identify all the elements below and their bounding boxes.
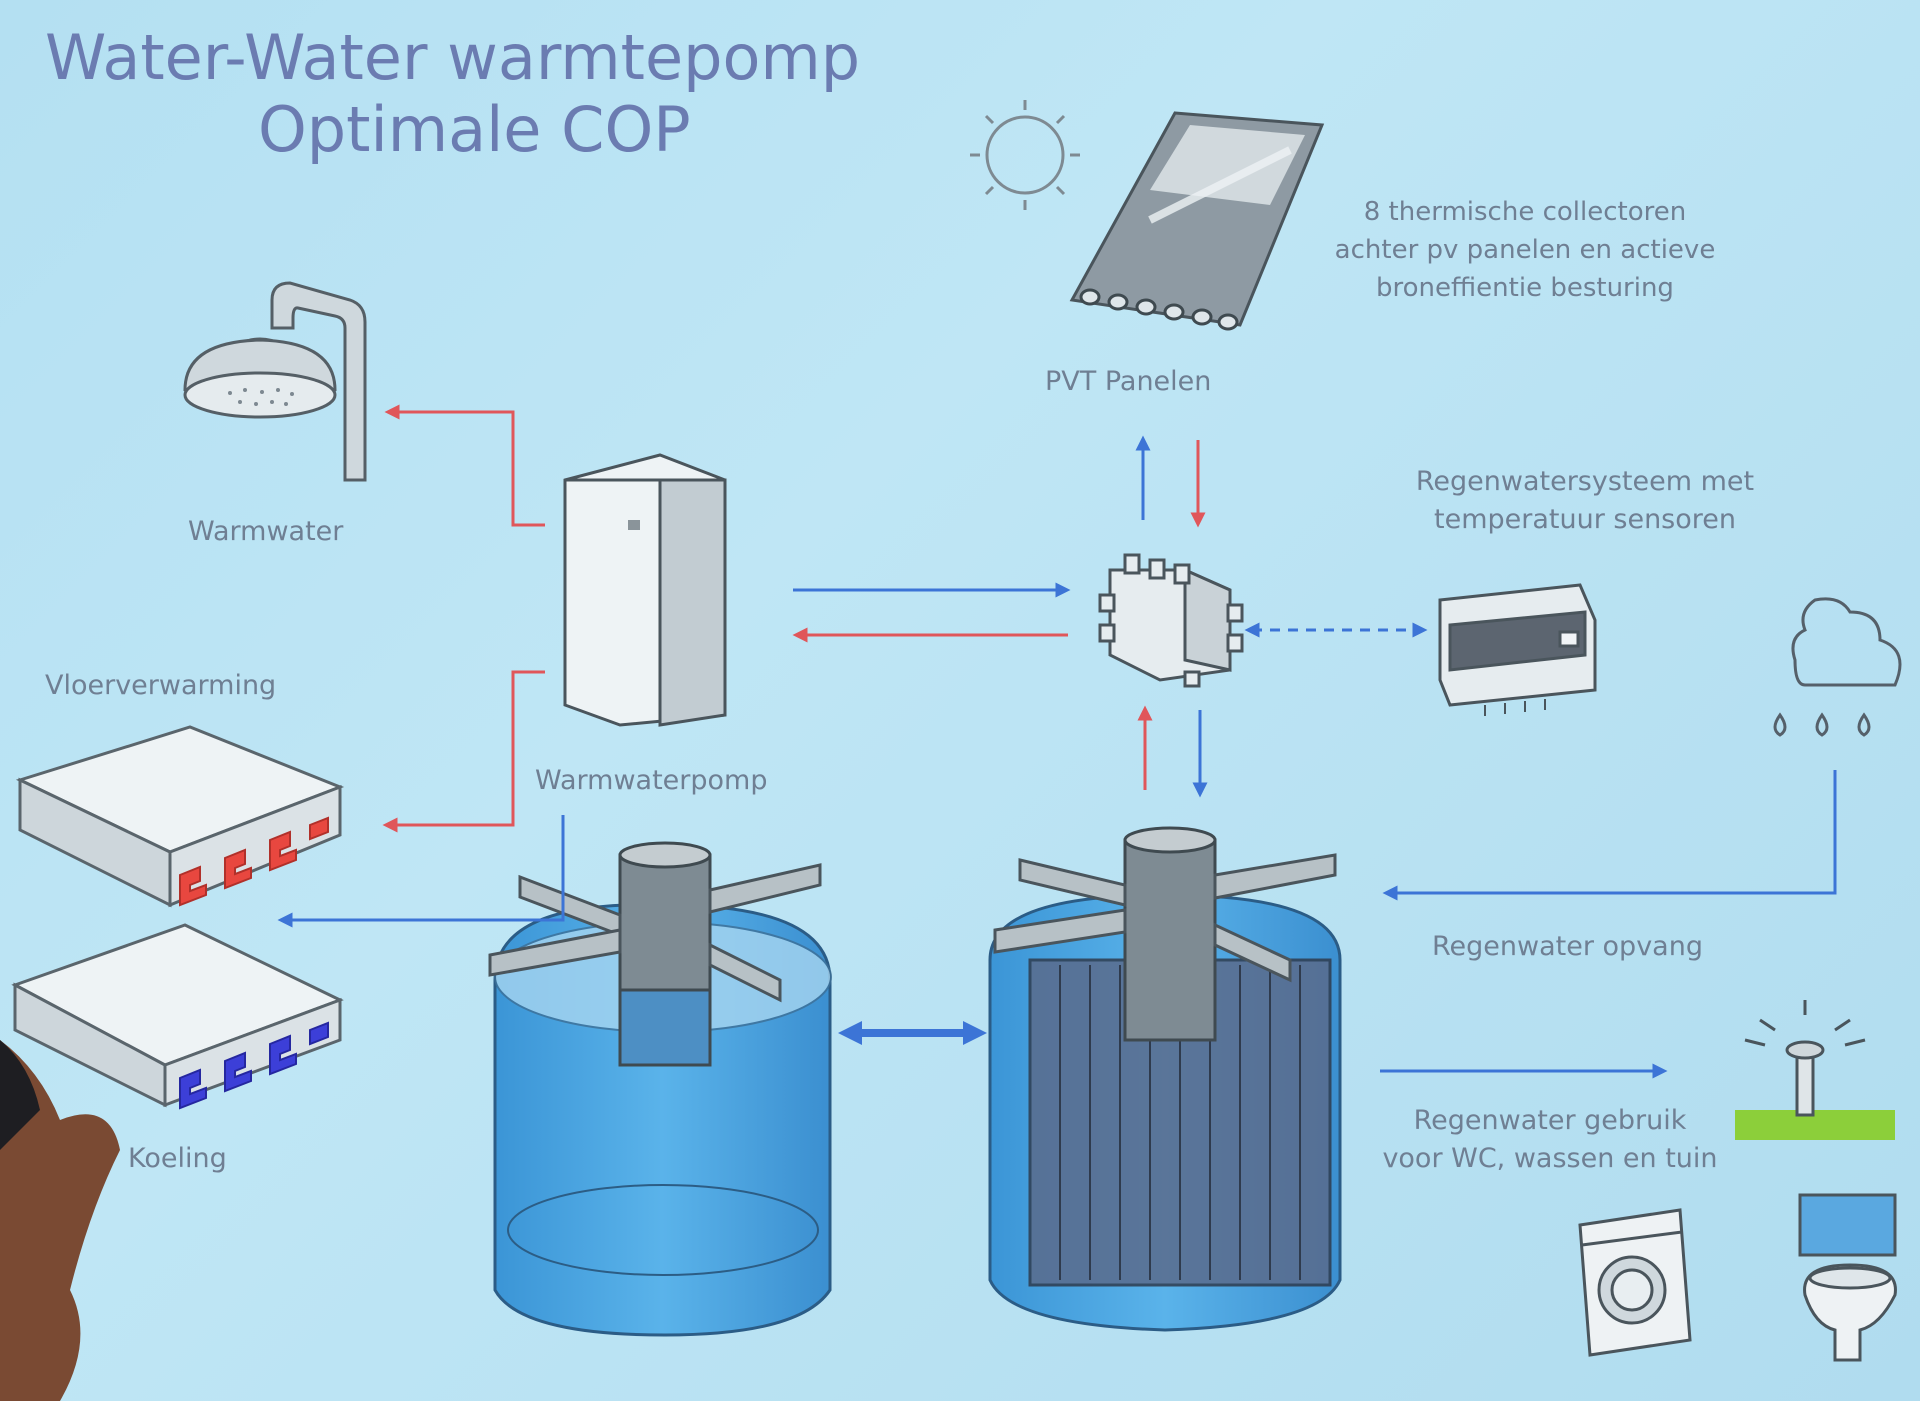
- label-floor-heating: Vloerverwarming: [45, 670, 277, 701]
- cooling-panel-icon: [11, 923, 344, 1110]
- label-rain-system: Regenwatersysteem met temperatuur sensor…: [1380, 463, 1790, 539]
- label-collectors-line-1: 8 thermische collectoren: [1363, 197, 1687, 227]
- arrow-rain-collect: [1382, 770, 1837, 901]
- label-rain-use-line-1: Regenwater gebruik: [1413, 1105, 1687, 1136]
- washing-machine-icon: [1578, 1208, 1692, 1357]
- title-line-2: Optimale COP: [258, 93, 691, 166]
- label-heat-pump: Warmwaterpomp: [535, 765, 768, 796]
- label-rain-use: Regenwater gebruik voor WC, wassen en tu…: [1360, 1102, 1740, 1178]
- label-collectors: 8 thermische collectoren achter pv panel…: [1320, 193, 1730, 307]
- label-rain-system-line-2: temperatuur sensoren: [1434, 504, 1736, 535]
- page-title: Water-Water warmtepomp Optimale COP: [45, 22, 945, 166]
- rain-cloud-icon: [1773, 597, 1902, 737]
- label-warmwater: Warmwater: [188, 516, 344, 547]
- floor-heating-icon: [15, 725, 345, 908]
- pvt-panel-icon: [1069, 111, 1325, 331]
- label-pvt: PVT Panelen: [1045, 366, 1212, 397]
- sun-icon: [970, 100, 1080, 210]
- controller-icon: [1438, 583, 1597, 716]
- manifold-icon: [1098, 553, 1244, 688]
- arrow-to-warmwater: [384, 404, 545, 527]
- label-collectors-line-3: broneffientie besturing: [1376, 273, 1674, 303]
- shower-icon: [183, 281, 367, 482]
- buffer-tank-icon: [488, 841, 832, 1337]
- sprinkler-icon: [1735, 1000, 1895, 1140]
- presenter-hand: [0, 1040, 120, 1401]
- heat-pump-icon: [563, 453, 727, 727]
- label-rain-collect: Regenwater opvang: [1432, 931, 1703, 962]
- title-line-1: Water-Water warmtepomp: [45, 21, 861, 94]
- label-cooling: Koeling: [128, 1143, 227, 1174]
- label-rain-system-line-1: Regenwatersysteem met: [1415, 466, 1755, 497]
- toilet-icon: [1798, 1193, 1897, 1362]
- label-collectors-line-2: achter pv panelen en actieve: [1334, 235, 1716, 265]
- arrow-to-floor-heating: [382, 670, 545, 833]
- label-rain-use-line-2: voor WC, wassen en tuin: [1382, 1143, 1718, 1174]
- arrow-to-cooling: [277, 815, 565, 928]
- rain-tank-icon: [988, 826, 1342, 1332]
